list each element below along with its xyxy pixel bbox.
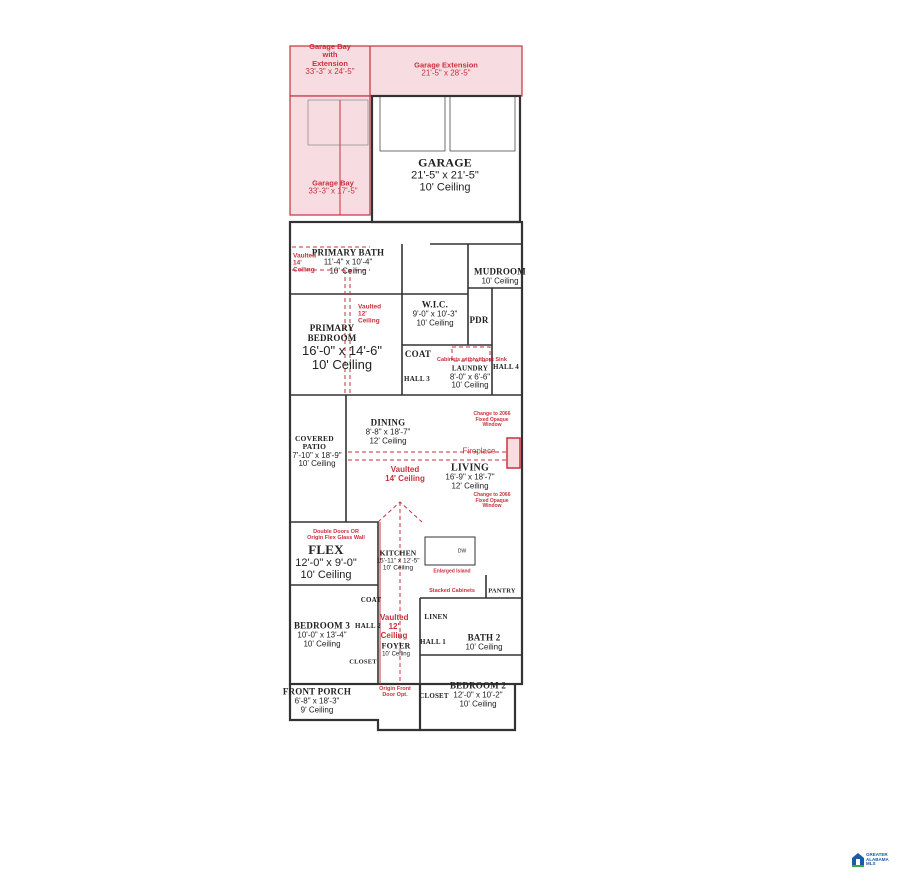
window-note-upper: Change to 2066 Fixed Opaque Window — [473, 410, 511, 428]
coat-upper-label: COAT — [404, 349, 432, 360]
vaulted-14-living-note: Vaulted 14' Ceiling — [385, 465, 425, 483]
fireplace-note: Fireplace — [462, 446, 496, 456]
dishwasher-label: DW — [457, 548, 467, 555]
window-note-lower: Change to 2066 Fixed Opaque Window — [473, 491, 511, 509]
vaulted-12-bedroom-note: Vaulted 12' Ceiling — [358, 303, 382, 325]
house-logo-icon — [852, 853, 864, 867]
hall-4-label: HALL 4 — [493, 363, 519, 372]
mls-logo: GREATER ALABAMA MLS — [852, 853, 890, 867]
front-door-note: Origin Front Door Opt. — [379, 685, 411, 698]
hall-1-label: HALL 1 — [420, 638, 446, 647]
pantry-label: PANTRY — [488, 587, 516, 595]
vaulted-14-bath-note: Vaulted 14' Ceiling — [293, 252, 317, 274]
hall-2-label: HALL 2 — [355, 622, 381, 631]
fireplace-icon — [506, 437, 521, 469]
cabinets-note: Cabinets with/without Sink — [437, 356, 507, 363]
closet-bedroom-2-label: CLOSET — [419, 692, 449, 701]
closet-bedroom-3-label: CLOSET — [349, 658, 377, 666]
hall-3-label: HALL 3 — [404, 375, 430, 384]
wic-label: W.I.C.9'-0" x 10'-3"10' Ceiling — [412, 299, 458, 327]
garage-extension-area — [289, 45, 523, 97]
vaulted-12-foyer-note: Vaulted 12' Ceiling — [380, 612, 409, 640]
flex-doors-note: Double Doors OR Origin Flex Glass Wall — [307, 528, 365, 541]
garage-bay-area — [289, 95, 371, 216]
enlarged-island-note: Enlarged Island — [433, 568, 471, 575]
pdr-label: PDR — [469, 315, 489, 326]
coat-lower-label: COAT — [360, 596, 382, 605]
stacked-cabinets-note: Stacked Cabinets — [429, 587, 475, 594]
linen-label: LINEN — [424, 613, 448, 622]
